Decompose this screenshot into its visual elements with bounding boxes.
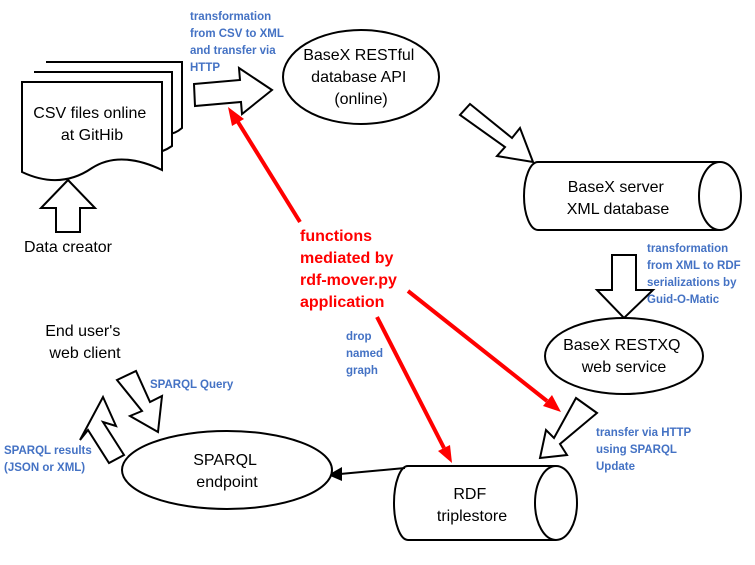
- mediator-arrows: [228, 107, 561, 463]
- end-user-label: End user's web client: [45, 323, 125, 362]
- basex-server-label-2: XML database: [567, 201, 670, 218]
- mediator-arrow-to-triplestore-head: [438, 445, 452, 463]
- rdf-triplestore-node: RDF triplestore: [393, 465, 578, 541]
- sparql-results-note: SPARQL results (JSON or XML): [4, 445, 95, 474]
- basex-api-label: BaseX RESTful database API (online): [303, 47, 419, 108]
- svg-text:RDF triplestore: RDF triplestore: [437, 486, 507, 525]
- csv-files-label-1: CSV files online: [33, 105, 146, 122]
- svg-text:CSV files online at GitH: CSV files online at GitHib: [33, 105, 150, 144]
- sparql-endpoint-node: [121, 430, 333, 510]
- rdf-triplestore-label-2: triplestore: [437, 508, 507, 525]
- sparql-results-arrow: [79, 394, 126, 465]
- mediator-label: functions mediated by rdf-mover.py appli…: [300, 228, 401, 311]
- data-creator-upload-arrow: [38, 178, 98, 233]
- csv-to-api-arrow: [192, 66, 274, 116]
- basex-server-node: BaseX server XML database: [523, 161, 742, 231]
- basex-server-label-1: BaseX server: [568, 179, 665, 196]
- basex-restxq-label: BaseX RESTXQ web service: [563, 337, 685, 376]
- drop-graph-note: drop named graph: [346, 331, 386, 377]
- transfer-http-note: transfer via HTTP using SPARQL Update: [596, 427, 694, 473]
- mediator-arrow-to-restxq-head: [543, 395, 561, 412]
- basex-restxq-node: [544, 317, 704, 395]
- sparql-query-note: SPARQL Query: [150, 379, 234, 391]
- triplestore-to-endpoint-arrowhead: [328, 467, 342, 481]
- xml-to-rdf-note: transformation from XML to RDF serializa…: [647, 243, 744, 306]
- rdf-triplestore-label-1: RDF: [453, 486, 486, 503]
- data-creator-label: Data creator: [24, 239, 113, 256]
- mediator-arrow-to-csv-line: [236, 120, 302, 224]
- basex-api-node: [282, 29, 440, 125]
- sparql-query-arrow: [115, 369, 164, 434]
- restxq-to-triplestore-arrow: [538, 396, 599, 460]
- sparql-endpoint-label: SPARQL endpoint: [193, 452, 261, 491]
- csv-files-node: CSV files online at GitHib: [21, 61, 183, 182]
- mediator-arrow-to-triplestore-line: [375, 316, 446, 449]
- triplestore-to-endpoint-line: [339, 467, 406, 475]
- api-to-server-arrow: [458, 102, 535, 164]
- csv-files-label-2: at GitHib: [61, 127, 123, 144]
- mediator-arrow-to-csv-head: [228, 107, 244, 126]
- svg-text:BaseX server XML databas: BaseX server XML database: [567, 179, 670, 218]
- csv-to-xml-note: transformation from CSV to XML and trans…: [190, 11, 287, 74]
- server-to-restxq-arrow: [594, 254, 656, 320]
- mediator-arrow-to-restxq-line: [406, 289, 549, 403]
